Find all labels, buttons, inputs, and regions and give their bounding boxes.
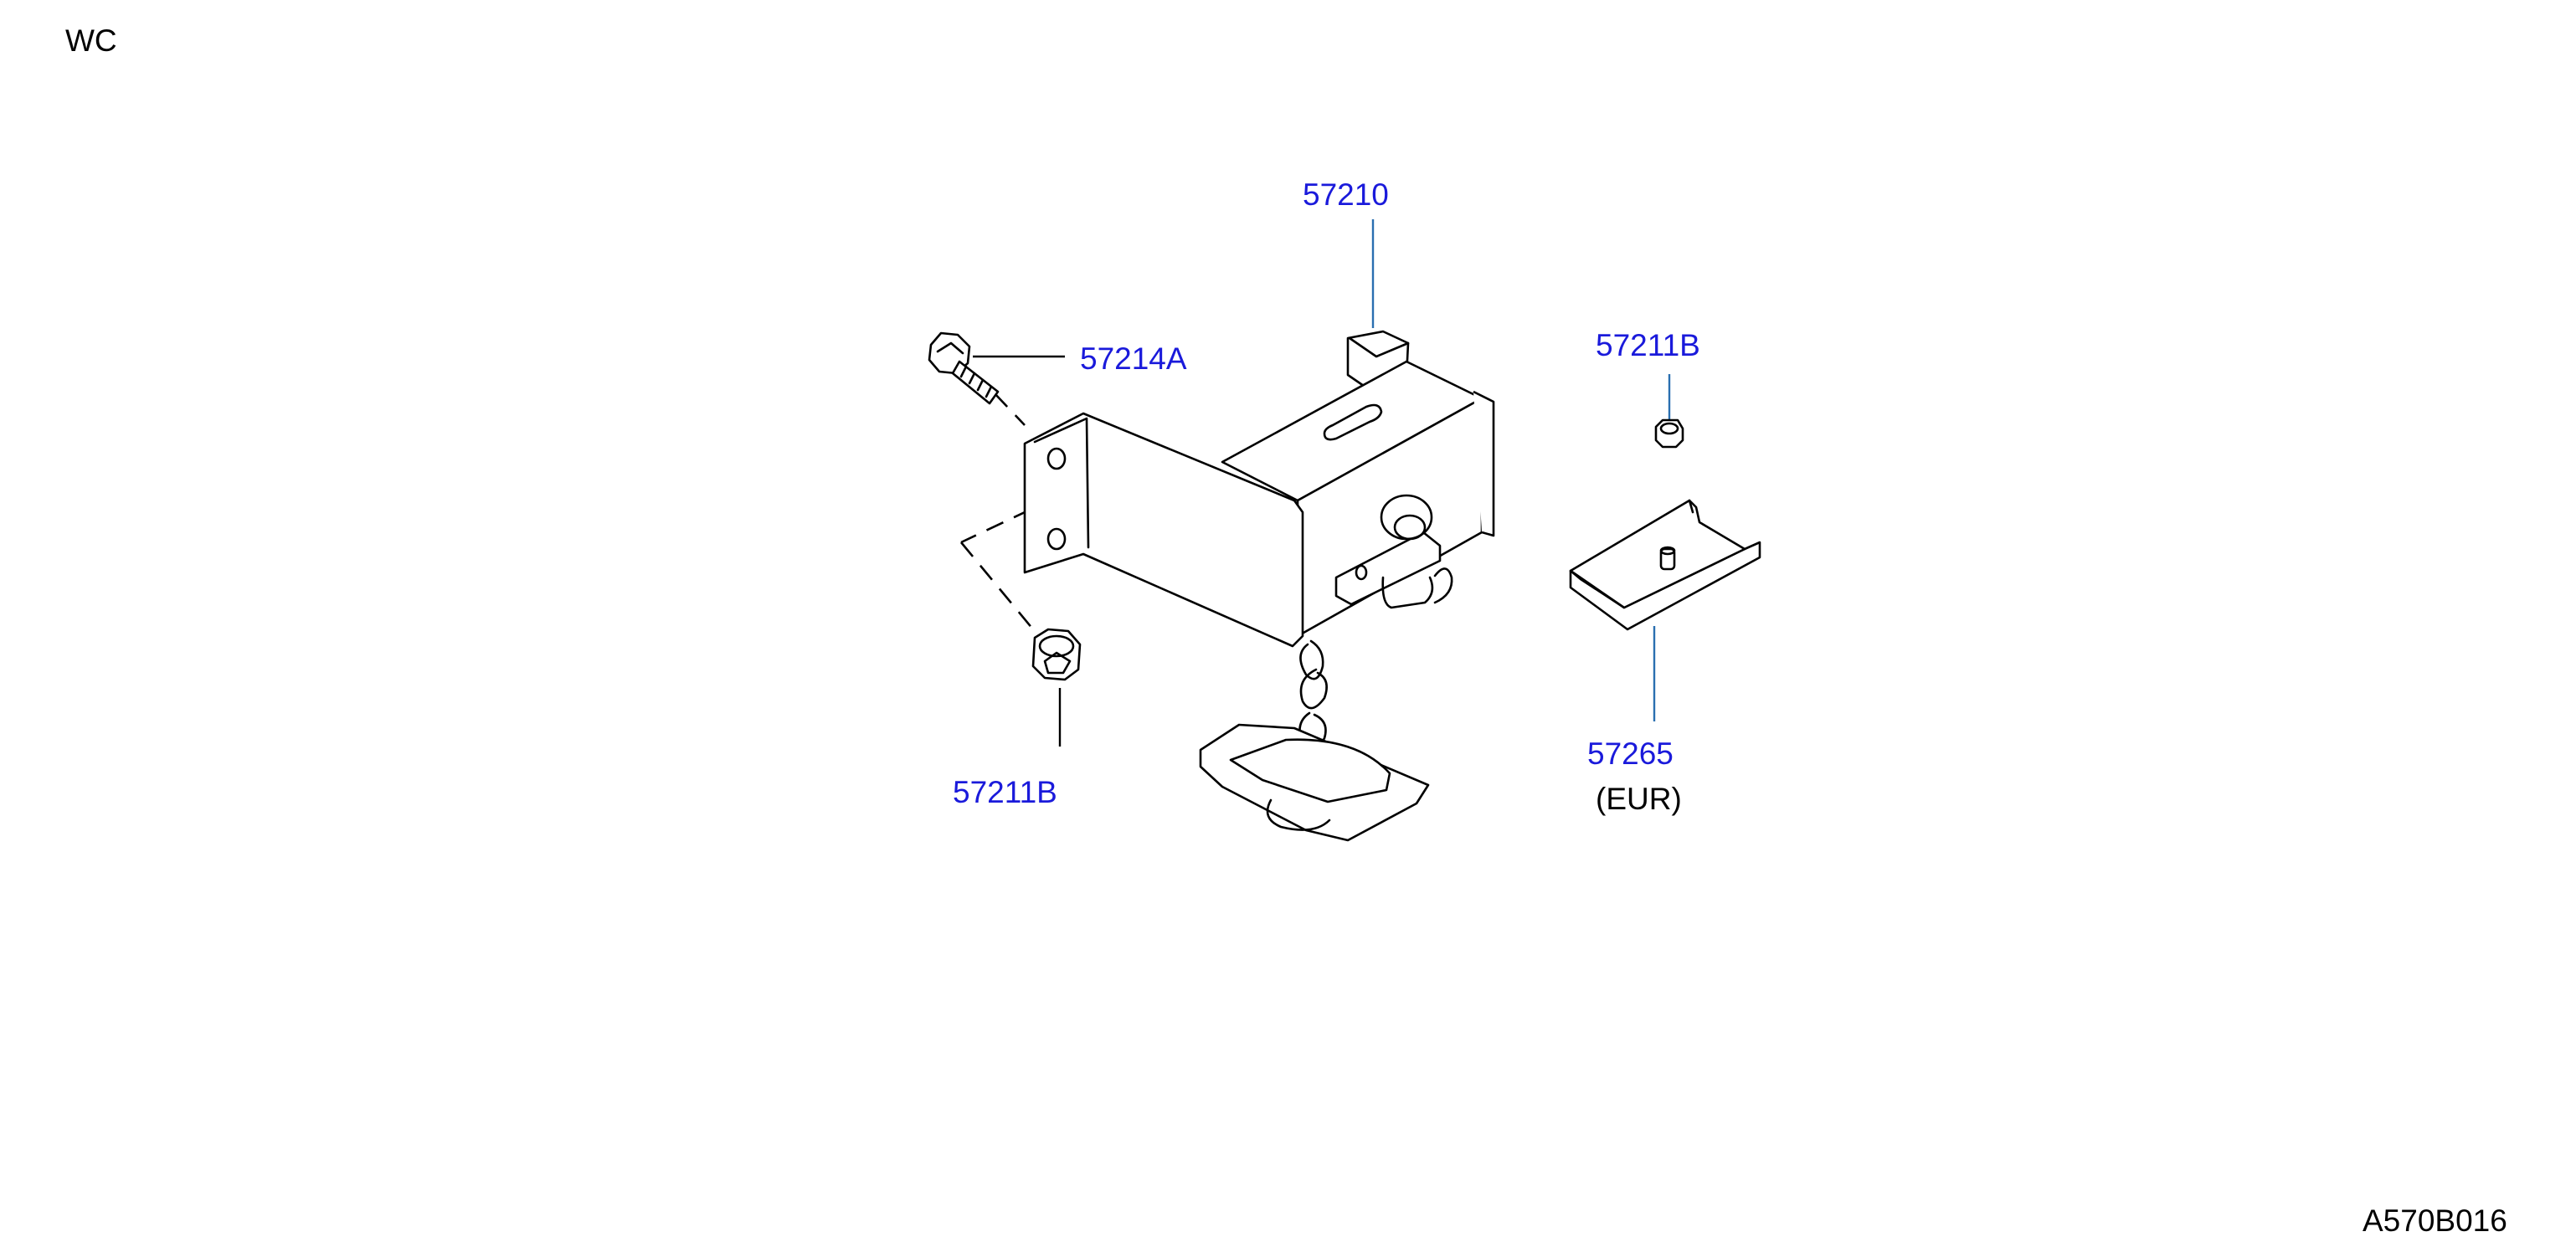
figure-code: A570B016	[2363, 1204, 2507, 1238]
bracket-57265-drawing	[1569, 499, 1761, 631]
callout-57265[interactable]: 57265	[1587, 736, 1674, 771]
callout-57265-region-note: (EUR)	[1596, 782, 1682, 816]
callout-57211b-right[interactable]: 57211B	[1596, 328, 1700, 362]
nut-57211b-right-drawing	[1654, 418, 1684, 449]
model-code: WC	[65, 23, 117, 58]
callout-57211b-left[interactable]: 57211B	[953, 775, 1057, 809]
assembly-dashed-lines	[959, 393, 1086, 630]
callout-57214a[interactable]: 57214A	[1080, 341, 1187, 376]
callout-57210[interactable]: 57210	[1303, 177, 1389, 212]
leader-lines	[973, 219, 1671, 747]
nut-57211b-left-drawing	[1031, 628, 1082, 681]
bolt-57214a-drawing	[928, 331, 1000, 405]
spare-tire-carrier-57210-drawing	[1023, 330, 1495, 842]
